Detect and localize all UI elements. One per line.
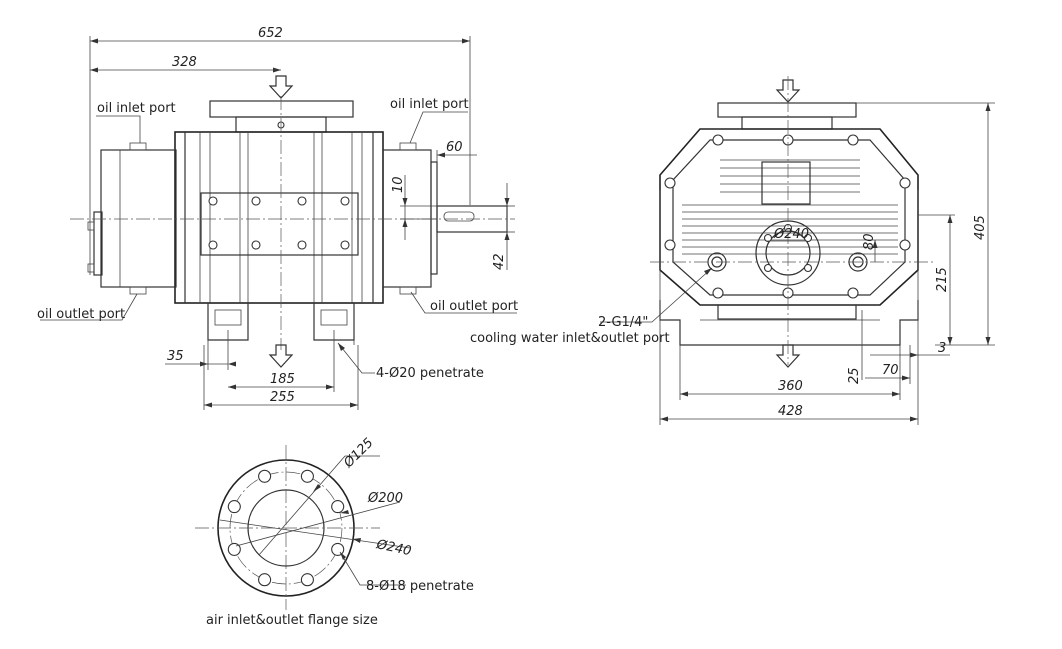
dim-80: 80 <box>862 233 877 250</box>
dim-10: 10 <box>391 176 406 193</box>
dim-360: 360 <box>778 379 803 394</box>
label-cooling-thread: 2-G1/4" <box>598 315 648 330</box>
side-view: 405 215 80 3 25 70 360 428 <box>470 76 995 425</box>
front-view: 652 328 <box>37 26 518 410</box>
dim-bore: Ø125 <box>341 435 377 471</box>
label-mounting-holes: 4-Ø20 penetrate <box>376 366 484 381</box>
flange-caption: air inlet&outlet flange size <box>206 613 378 628</box>
label-oil-outlet-right: oil outlet port <box>430 299 518 314</box>
dim-pcd: Ø200 <box>367 491 403 506</box>
dim-35: 35 <box>167 349 184 364</box>
label-cooling-port: cooling water inlet&outlet port <box>470 331 670 346</box>
dim-3: 3 <box>938 341 946 356</box>
dim-42: 42 <box>492 253 507 270</box>
dim-328: 328 <box>172 55 197 70</box>
dim-428: 428 <box>778 404 803 419</box>
dim-185: 185 <box>270 372 295 387</box>
cooling-ribs <box>682 159 898 255</box>
flange-view: Ø125 Ø200 Ø240 8-Ø18 penetrate air inlet… <box>195 435 474 628</box>
dim-60: 60 <box>446 140 463 155</box>
air-outlet-arrow <box>268 344 294 368</box>
housing-bolts <box>664 134 911 299</box>
label-oil-outlet-left: oil outlet port <box>37 307 125 322</box>
dim-405: 405 <box>973 215 988 240</box>
label-oil-inlet-right: oil inlet port <box>390 97 469 112</box>
dim-25: 25 <box>847 367 862 384</box>
dim-652: 652 <box>258 26 283 41</box>
dim-255: 255 <box>270 390 295 405</box>
dim-outer: Ø240 <box>374 537 412 559</box>
dim-215: 215 <box>935 267 950 292</box>
plate-bolts <box>208 196 350 250</box>
air-inlet-arrow <box>268 75 294 99</box>
label-flange-holes: 8-Ø18 penetrate <box>366 579 474 594</box>
dim-side-flange: Ø240 <box>773 227 809 242</box>
dim-70: 70 <box>882 363 899 378</box>
label-oil-inlet-left: oil inlet port <box>97 101 176 116</box>
